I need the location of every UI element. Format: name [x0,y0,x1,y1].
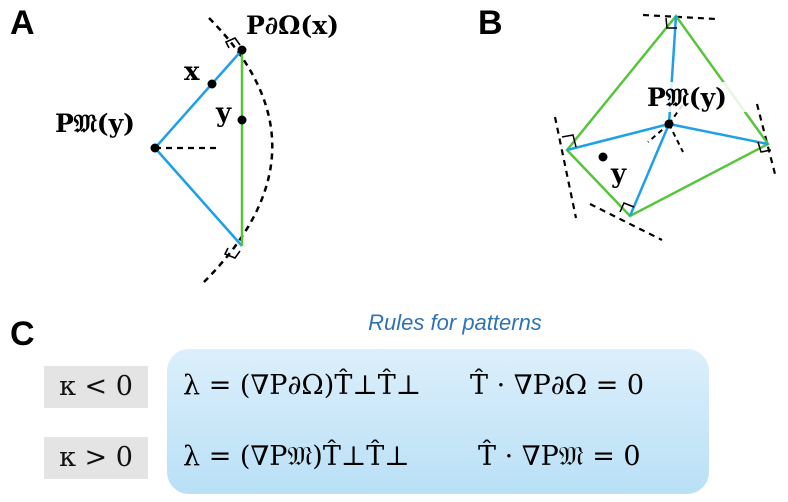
panel-b-diagram [553,13,777,241]
green-polygon-b [565,13,770,218]
right-angle-mark-right-b [757,141,772,153]
panel-letter-b: B [478,4,503,42]
tangent-formula-negative: T̂ · ∇P∂Ω = 0 [470,370,645,401]
label-y-a: y [215,98,232,128]
condition-negative-curvature: κ < 0 [44,366,148,408]
blue-spoke-bottom-b [628,123,671,217]
rules-title: Rules for patterns [368,310,542,335]
blue-spoke-right-b [668,122,769,146]
label-p-boundary-x: P∂Ω(x) [246,11,339,40]
lambda-formula-positive: λ = (∇P𝔐)T̂⊥T̂⊥ [183,441,410,472]
right-angle-mark-bottom-b [619,202,635,213]
boundary-dash-top-b [642,13,717,21]
right-angle-mark-left-b [561,134,577,148]
blue-segment-lower-a [154,147,243,247]
label-backdrop-b [642,82,754,112]
blue-segment-upper-a [154,49,243,149]
rules-box [167,349,709,494]
label-p-medial-y-b: P𝔐(y) [647,83,727,112]
right-angle-mark-lower-a [223,247,241,259]
tangent-formula-positive: T̂ · ∇P𝔐 = 0 [478,441,641,472]
panel-letter-c: C [10,315,35,353]
medial-dash-left-b [647,123,670,143]
medial-dash-up-b [668,99,687,125]
boundary-dash-right-b [755,103,777,175]
medial-dash-down-b [668,123,684,153]
point-y-a [237,115,247,125]
boundary-dash-left-b [553,116,578,219]
label-y-b: y [610,159,627,189]
label-x: x [184,57,200,87]
boundary-dash-bottom-b [589,203,663,241]
lambda-formula-negative: λ = (∇P∂Ω)T̂⊥T̂⊥ [183,370,422,401]
label-p-medial-y-a: P𝔐(y) [55,109,135,138]
panel-letter-a: A [10,4,35,42]
right-angle-mark-upper-a [224,37,241,49]
point-x [207,79,217,89]
condition-positive-curvature: κ > 0 [44,437,148,479]
right-angle-mark-top-b [665,17,677,29]
point-y-b [598,152,608,162]
blue-spoke-left-b [566,122,670,152]
point-p-boundary [237,45,247,55]
point-p-medial-a [150,143,160,153]
point-p-medial-b [664,119,674,129]
panel-a-diagram [150,17,274,283]
